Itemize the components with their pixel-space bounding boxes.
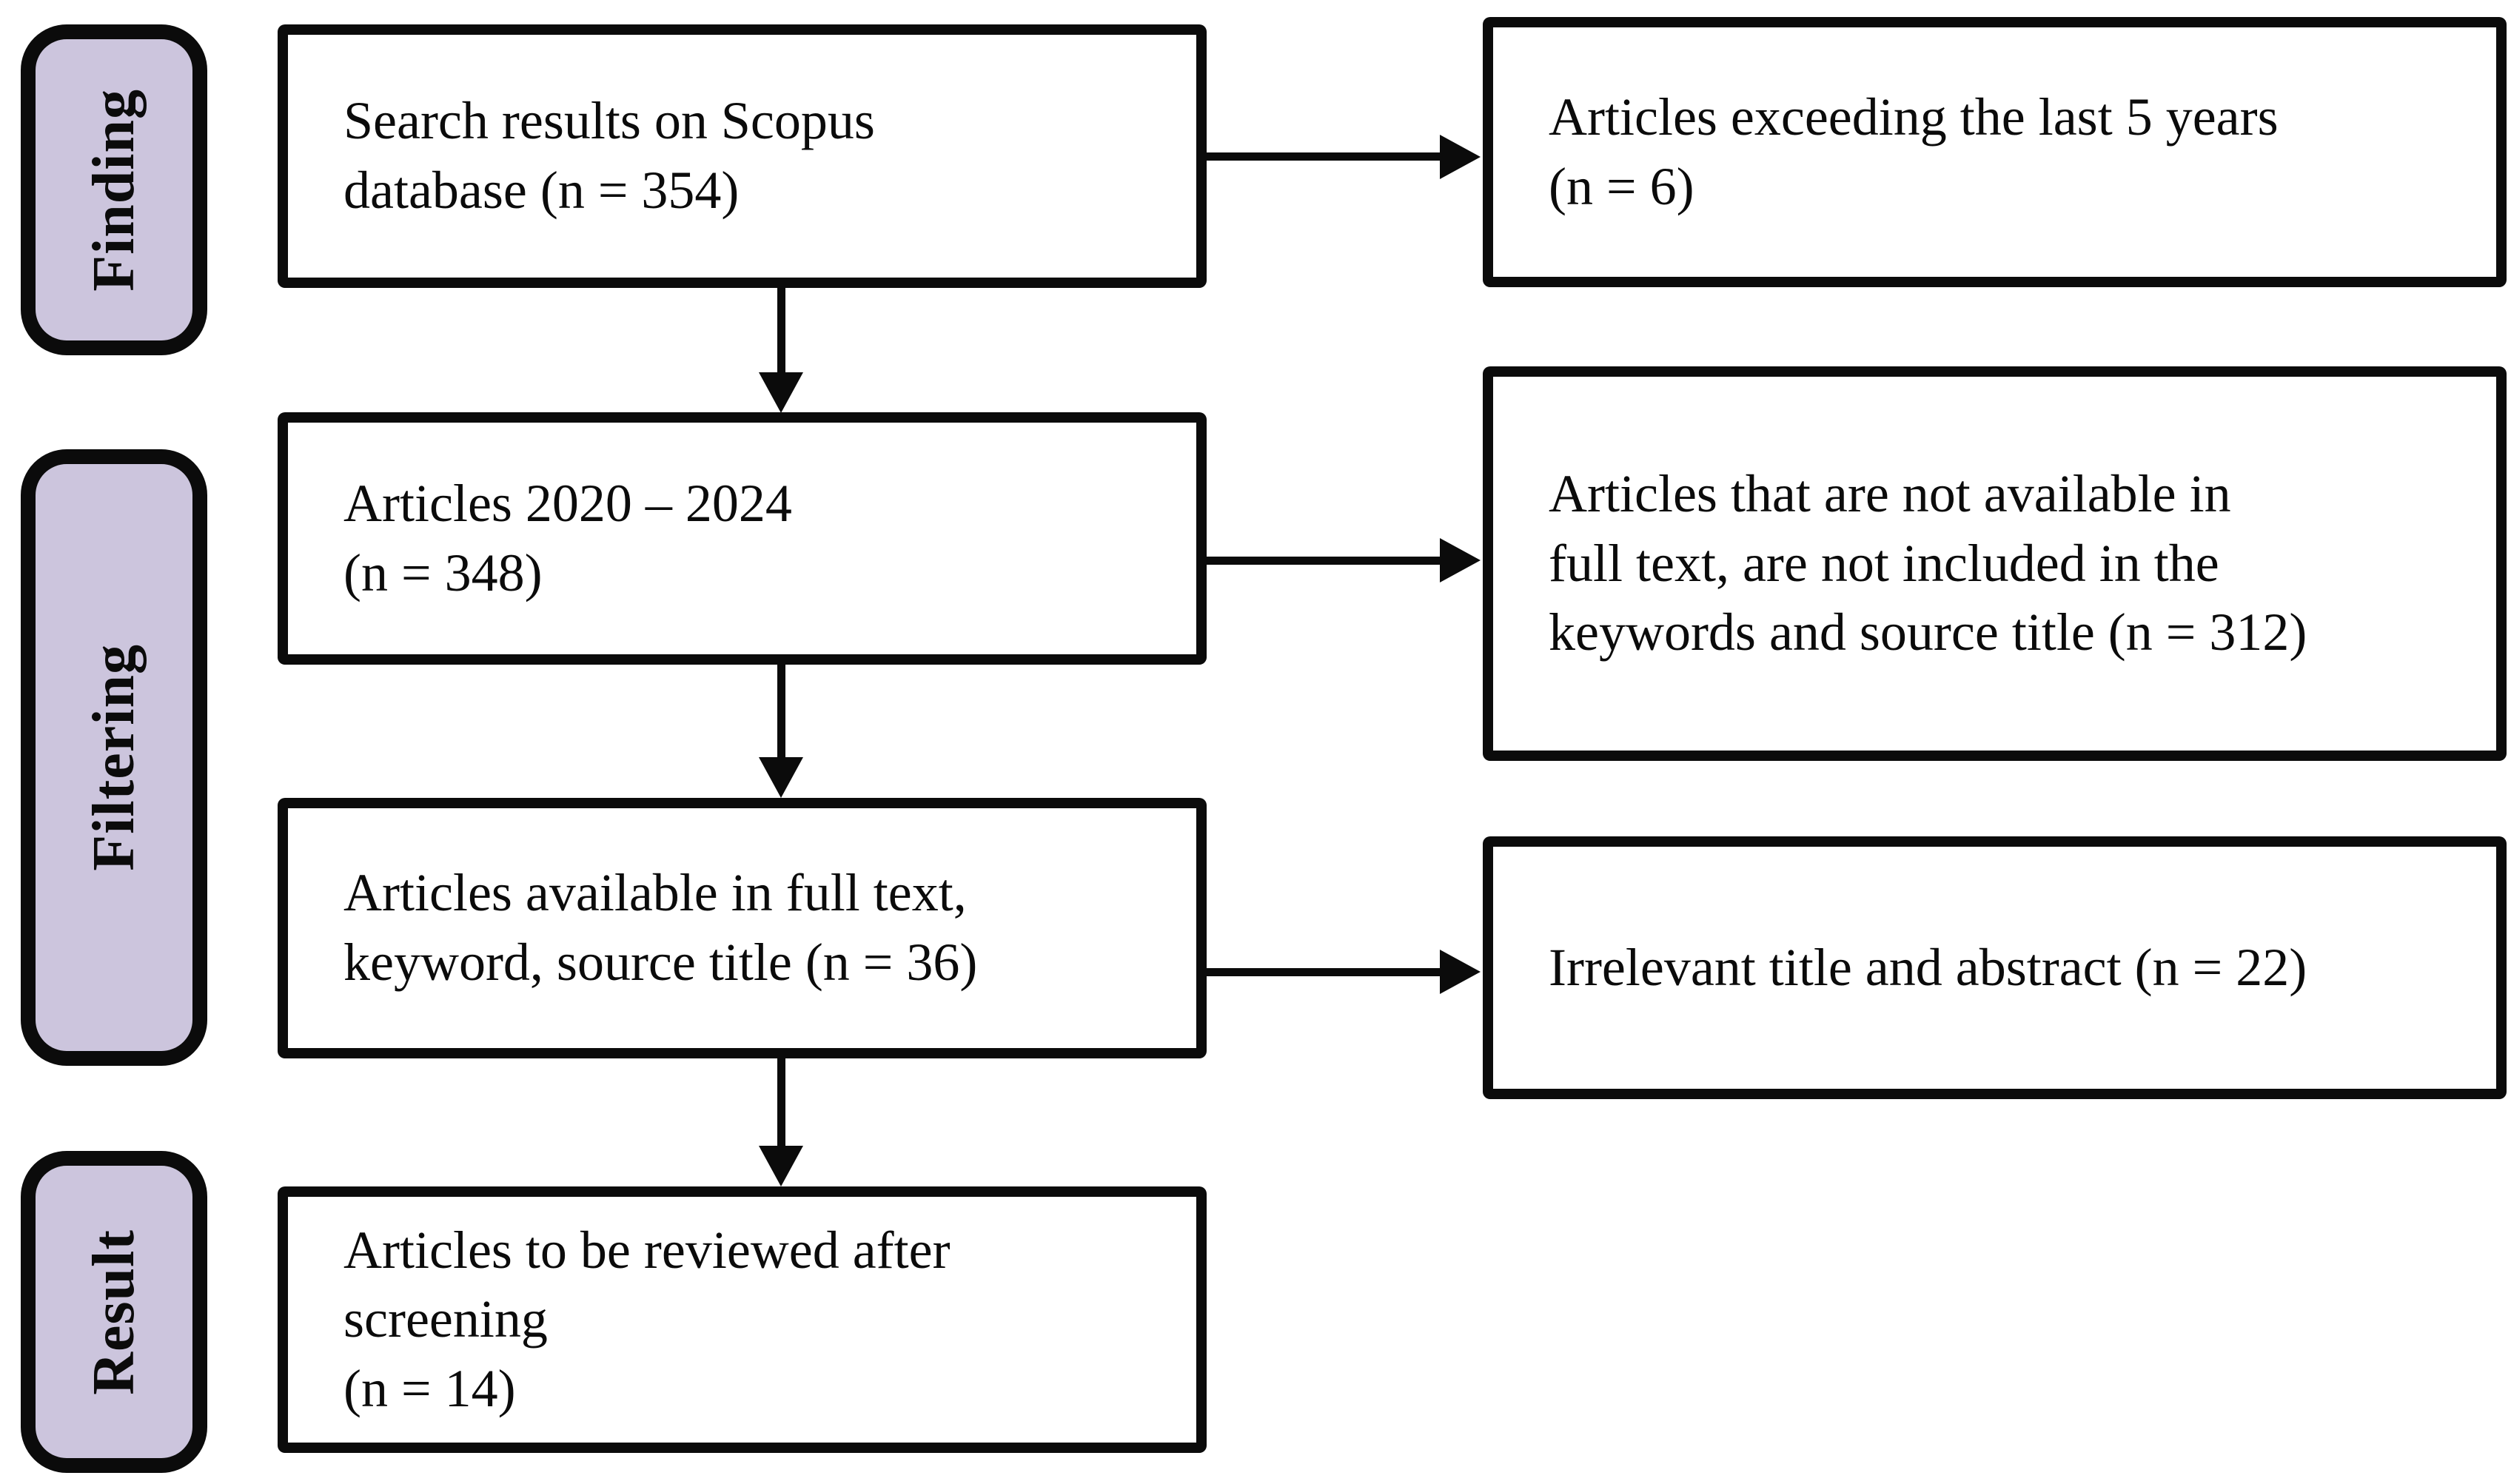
flow-box-articles-fulltext-text: Articles available in full text, keyword… xyxy=(343,863,978,992)
stage-label-filtering-text: Filtering xyxy=(81,644,147,871)
flow-box-excluded-not-available: Articles that are not available in full … xyxy=(1483,366,2507,761)
arrow-line xyxy=(1207,968,1444,976)
arrow-head-down-icon xyxy=(759,1146,803,1186)
stage-label-filtering: Filtering xyxy=(21,449,207,1066)
arrow-line xyxy=(777,665,785,759)
flow-box-excluded-old-articles: Articles exceeding the last 5 years (n =… xyxy=(1483,17,2507,287)
flow-box-search-results: Search results on Scopus database (n = 3… xyxy=(278,24,1207,288)
arrow-head-right-icon xyxy=(1440,135,1481,179)
stage-label-finding-text: Finding xyxy=(81,88,147,292)
arrow-line xyxy=(777,1058,785,1147)
arrow-line xyxy=(1207,152,1444,161)
flow-box-excluded-old-articles-text: Articles exceeding the last 5 years (n =… xyxy=(1549,87,2279,216)
stage-label-result: Result xyxy=(21,1151,207,1473)
flow-box-articles-reviewed-text: Articles to be reviewed after screening … xyxy=(343,1220,951,1418)
stage-label-finding: Finding xyxy=(21,24,207,355)
arrow-line xyxy=(777,287,785,375)
flow-box-articles-fulltext: Articles available in full text, keyword… xyxy=(278,798,1207,1058)
arrow-head-down-icon xyxy=(759,757,803,798)
flow-box-excluded-irrelevant-text: Irrelevant title and abstract (n = 22) xyxy=(1549,937,2307,997)
flow-box-excluded-irrelevant: Irrelevant title and abstract (n = 22) xyxy=(1483,836,2507,1099)
stage-label-result-text: Result xyxy=(81,1229,147,1395)
arrow-head-right-icon xyxy=(1440,950,1481,994)
arrow-head-right-icon xyxy=(1440,538,1481,582)
flow-box-articles-2020-2024-text: Articles 2020 – 2024 (n = 348) xyxy=(343,473,792,602)
flow-box-excluded-not-available-text: Articles that are not available in full … xyxy=(1549,464,2307,662)
arrow-head-down-icon xyxy=(759,372,803,413)
arrow-line xyxy=(1207,557,1444,565)
flow-box-search-results-text: Search results on Scopus database (n = 3… xyxy=(343,91,875,220)
flow-box-articles-reviewed: Articles to be reviewed after screening … xyxy=(278,1186,1207,1453)
flow-box-articles-2020-2024: Articles 2020 – 2024 (n = 348) xyxy=(278,412,1207,665)
